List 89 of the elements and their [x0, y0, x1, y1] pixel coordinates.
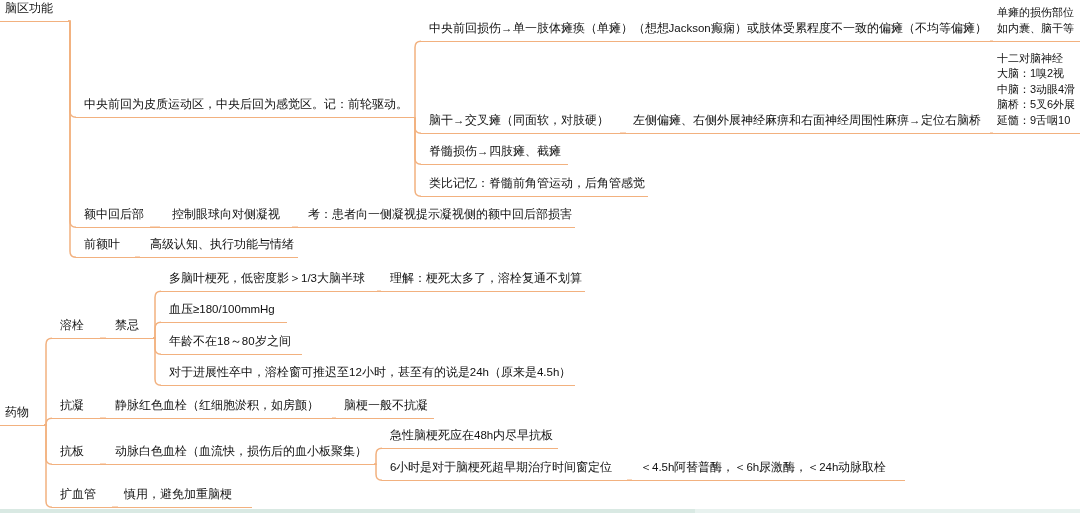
topic-text: 左侧偏瘫、右侧外展神经麻痹和右面神经周围性麻痹→定位右脑桥: [633, 113, 982, 128]
mind-map-topic: [106, 443, 374, 465]
branch-connector: [414, 116, 422, 197]
topic-text: 脑干→交叉瘫（同面软，对肢硬）: [429, 113, 610, 128]
mind-map-topic: [421, 175, 648, 197]
topic-text: 高级认知、执行功能与情绪: [150, 237, 295, 252]
topic-text: 大脑：1嗅2视: [997, 66, 1066, 81]
topic-text: 中脑：3动眼4滑: [997, 81, 1077, 97]
topic-text: 脊髓损伤→四肢瘫、截瘫: [429, 144, 562, 159]
branch-connector: [43, 417, 53, 426]
mind-map-topic: [336, 397, 434, 419]
topic-text: 动脉白色血栓（血流快，损伤后的血小板聚集）: [115, 444, 368, 459]
topic-text: 禁忌: [115, 318, 140, 333]
topic-text: 6小时是对于脑梗死超早期治疗时间窗定位: [390, 460, 614, 475]
mind-map-topic: [52, 317, 100, 339]
mind-map-topic: [421, 20, 990, 42]
topic-text: 脑桥：5叉6外展: [997, 97, 1077, 112]
mind-map-topic: [161, 333, 302, 355]
topic-text: 对于进展性卒中，溶栓窗可推迟至12小时，甚至有的说是24h（原来是4.5h）: [169, 365, 573, 380]
topic-text: 类比记忆：脊髓前角管运动，后角管感觉: [429, 176, 646, 191]
topic-text: 抗凝: [60, 398, 85, 413]
branch-connector: [99, 417, 107, 419]
topic-text: ＜4.5h阿替普酶，＜6h尿激酶，＜24h动脉取栓: [640, 460, 888, 475]
mind-map-topic: [382, 459, 627, 481]
branch-connector: [989, 40, 994, 42]
mind-map-topic: [76, 206, 150, 228]
topic-text: 中央前回为皮质运动区，中央后回为感觉区。记：前轮驱动。: [84, 97, 409, 112]
branch-connector: [373, 463, 383, 481]
topic-text: 控制眼球向对侧凝视: [172, 207, 281, 222]
branch-connector: [149, 226, 161, 228]
topic-text: 前额叶: [84, 237, 121, 252]
topic-text: 药物: [5, 405, 30, 420]
branch-connector: [99, 337, 107, 339]
topic-text: 考：患者向一侧凝视提示凝视侧的额中回后部损害: [308, 207, 573, 222]
topic-text: 十二对脑神经: [997, 50, 1064, 66]
branch-connector: [291, 226, 299, 228]
mind-map-topic: [106, 397, 332, 419]
mind-map-topic: [0, 0, 68, 22]
mind-map-topic: [161, 270, 377, 292]
topic-text: 脑梗一般不抗凝: [344, 398, 429, 413]
topic-text: 脑区功能: [5, 1, 54, 16]
mind-map-topic: [161, 301, 287, 323]
mind-map-topic: [0, 404, 44, 426]
mind-map-topic: [421, 112, 620, 134]
topic-text: 血压≥180/100mmHg: [169, 302, 276, 317]
mind-map-topic: [76, 96, 415, 118]
mind-map-topic: [993, 50, 1080, 134]
branch-connector: [619, 132, 627, 134]
mind-map-topic: [626, 112, 990, 134]
topic-text: 额中回后部: [84, 207, 145, 222]
topic-text: 静脉红色血栓（红细胞淤积，如房颤）: [115, 398, 320, 413]
branch-connector: [152, 337, 162, 386]
mind-map-topic: [160, 206, 292, 228]
mind-map-topic: [382, 427, 558, 449]
mind-map-topic: [381, 270, 585, 292]
topic-text: 急性脑梗死应在48h内尽早抗板: [390, 428, 555, 443]
branch-connector: [626, 479, 633, 481]
branch-connector: [376, 290, 382, 292]
topic-text: 扩血管: [60, 487, 97, 502]
mind-map-topic: [632, 459, 905, 481]
mind-map-topic: [76, 236, 135, 258]
branch-connector: [989, 132, 994, 134]
topic-text: 中央前回损伤→单一肢体瘫痪（单瘫）（想想Jackson癫痫）或肢体受累程度不一致的偏瘫（不均等偏瘫）: [429, 21, 988, 36]
mind-map-topic: [140, 236, 298, 258]
topic-text: 多脑叶梗死，低密度影＞1/3大脑半球: [169, 271, 366, 286]
mind-map-topic: [52, 486, 112, 508]
mind-map-topic: [52, 397, 100, 419]
topic-text: 延髓：9舌咽10: [997, 112, 1072, 128]
mind-map-topic: [106, 317, 153, 339]
mind-map-topic: [421, 143, 568, 165]
topic-text: 抗板: [60, 444, 85, 459]
mind-map-topic: [161, 364, 575, 386]
topic-text: 慎用，避免加重脑梗: [124, 487, 233, 502]
branch-connector: [99, 463, 107, 465]
branch-connector: [134, 256, 141, 258]
mind-map-topic: [52, 443, 100, 465]
topic-text: 理解：梗死太多了，溶栓复通不划算: [390, 271, 583, 286]
topic-text: 年龄不在18～80岁之间: [169, 334, 292, 349]
branch-connector: [331, 417, 337, 419]
mind-map-topic: [298, 206, 575, 228]
mind-map-topic: [993, 4, 1080, 42]
topic-text: 单瘫的损伤部位如内囊、脑干等: [997, 5, 1075, 36]
topic-text: 溶栓: [60, 318, 85, 333]
branch-connector: [373, 447, 383, 465]
branch-connector: [111, 506, 119, 508]
branch-connector: [43, 424, 53, 508]
branch-connector: [152, 321, 162, 339]
mind-map-topic: [118, 486, 252, 508]
branch-connector: [414, 40, 422, 118]
